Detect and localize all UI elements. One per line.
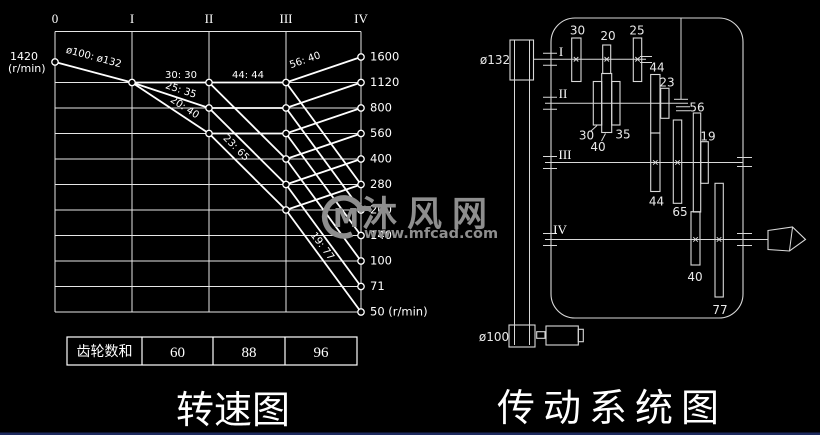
output-speed-labels: 1600 1120 800 560 400 280 200 140 100 71… bbox=[370, 50, 428, 319]
watermark-name: 沐风网 bbox=[362, 195, 497, 235]
gear-label-77: 77 bbox=[712, 303, 727, 317]
speed-label: 400 bbox=[370, 152, 392, 166]
speed-label: 280 bbox=[370, 177, 392, 191]
gear-label-19: 19 bbox=[700, 130, 715, 144]
belt-drive bbox=[508, 39, 584, 348]
gear-label-30-s2: 30 bbox=[579, 129, 594, 143]
table-value-2: 96 bbox=[314, 345, 330, 361]
gear-77-shaft4 bbox=[714, 182, 724, 298]
column-label-3: III bbox=[280, 11, 293, 26]
watermark-logo-swoosh bbox=[321, 195, 365, 239]
gear-label-44-s2: 44 bbox=[649, 61, 664, 75]
speed-label: 1120 bbox=[370, 75, 399, 89]
speed-label: 100 bbox=[370, 254, 392, 268]
spindle-tool bbox=[767, 226, 807, 252]
gear-23-shaft2 bbox=[660, 87, 670, 119]
gear-label-35: 35 bbox=[615, 128, 630, 142]
gear-label-40-s2: 40 bbox=[590, 140, 605, 154]
gear-19-shaft3 bbox=[700, 141, 709, 184]
column-label-4: IV bbox=[354, 11, 368, 26]
speed-label: 200 bbox=[370, 203, 392, 217]
gear-label-56: 56 bbox=[689, 101, 704, 115]
pulley-100 bbox=[508, 324, 536, 348]
watermark-logo-bar bbox=[357, 206, 371, 211]
speed-nodes bbox=[51, 53, 365, 316]
gear-30-shaft1 bbox=[571, 37, 582, 83]
shaft-label-III: III bbox=[559, 147, 572, 162]
bottom-edge-strip bbox=[0, 432, 820, 435]
ratio-56-40: 56: 40 bbox=[288, 50, 322, 71]
gear-mesh-marks bbox=[573, 56, 722, 243]
gear-25-shaft1 bbox=[632, 37, 643, 83]
ratio-labels: ø100: ø132 30: 30 25: 35 20: 40 44: 44 2… bbox=[65, 45, 336, 263]
shaft-label-I: I bbox=[559, 44, 563, 59]
speed-diagram-title: 转速图 bbox=[176, 390, 290, 432]
gear-label-23: 23 bbox=[659, 76, 674, 90]
column-label-0: 0 bbox=[52, 11, 59, 26]
table-header: 齿轮数和 bbox=[77, 344, 133, 360]
motor-body bbox=[545, 325, 579, 346]
speed-label: 71 bbox=[370, 279, 385, 293]
label-leaders bbox=[590, 125, 606, 142]
gear-label-25: 25 bbox=[629, 24, 644, 38]
watermark: M 沐风网 www.mfcad.com bbox=[321, 195, 498, 242]
transmission-diagram-title: 传动系统图 bbox=[497, 388, 727, 430]
motor-shaft bbox=[536, 331, 546, 339]
ratio-44-44: 44: 44 bbox=[232, 70, 264, 81]
speed-label: 140 bbox=[370, 228, 392, 242]
table-value-1: 88 bbox=[242, 345, 257, 361]
gear-44-shaft3 bbox=[650, 132, 661, 193]
input-speed-value: 1420 bbox=[10, 50, 38, 63]
speed-label: 50 (r/min) bbox=[370, 305, 428, 319]
speed-rays bbox=[54, 56, 362, 313]
ratio-30-30: 30: 30 bbox=[165, 70, 197, 81]
pulley-132 bbox=[509, 39, 535, 81]
transmission-labels: ø132 ø100 I II III IV 30 20 25 44 23 56 … bbox=[479, 24, 728, 345]
shaft-label-II: II bbox=[559, 86, 568, 101]
gear-label-20: 20 bbox=[600, 29, 615, 43]
gear-40-shaft4 bbox=[690, 211, 701, 266]
gear-label-65: 65 bbox=[672, 205, 687, 219]
gear-65-shaft3 bbox=[672, 119, 683, 204]
shaft-column-labels: 0 I II III IV bbox=[52, 11, 369, 26]
gears bbox=[571, 37, 724, 298]
gear-35-shaft2 bbox=[611, 80, 621, 126]
input-speed-unit: (r/min) bbox=[8, 62, 46, 75]
table-value-0: 60 bbox=[170, 345, 185, 361]
column-label-1: I bbox=[130, 11, 134, 26]
pulley-100-label: ø100 bbox=[479, 330, 509, 344]
gear-sum-table: 齿轮数和 60 88 96 bbox=[66, 336, 358, 366]
grid-lines bbox=[54, 31, 362, 313]
speed-label: 800 bbox=[370, 101, 392, 115]
gear-label-30-s1: 30 bbox=[570, 24, 585, 38]
gear-label-44-s3: 44 bbox=[649, 195, 664, 209]
bearings bbox=[543, 52, 752, 246]
watermark-url: www.mfcad.com bbox=[364, 226, 498, 242]
transmission-diagram: ø132 ø100 I II III IV 30 20 25 44 23 56 … bbox=[479, 17, 807, 430]
speed-label: 560 bbox=[370, 126, 392, 140]
gear-label-40-s4: 40 bbox=[687, 270, 702, 284]
watermark-logo-letter: M bbox=[333, 204, 359, 234]
speed-label: 1600 bbox=[370, 50, 399, 64]
column-label-2: II bbox=[205, 11, 214, 26]
shafts bbox=[533, 18, 768, 240]
motor-cap bbox=[577, 328, 584, 343]
shaft-label-IV: IV bbox=[553, 222, 567, 237]
input-speed-label: 1420 (r/min) bbox=[8, 50, 46, 75]
pulley-132-label: ø132 bbox=[480, 53, 510, 67]
